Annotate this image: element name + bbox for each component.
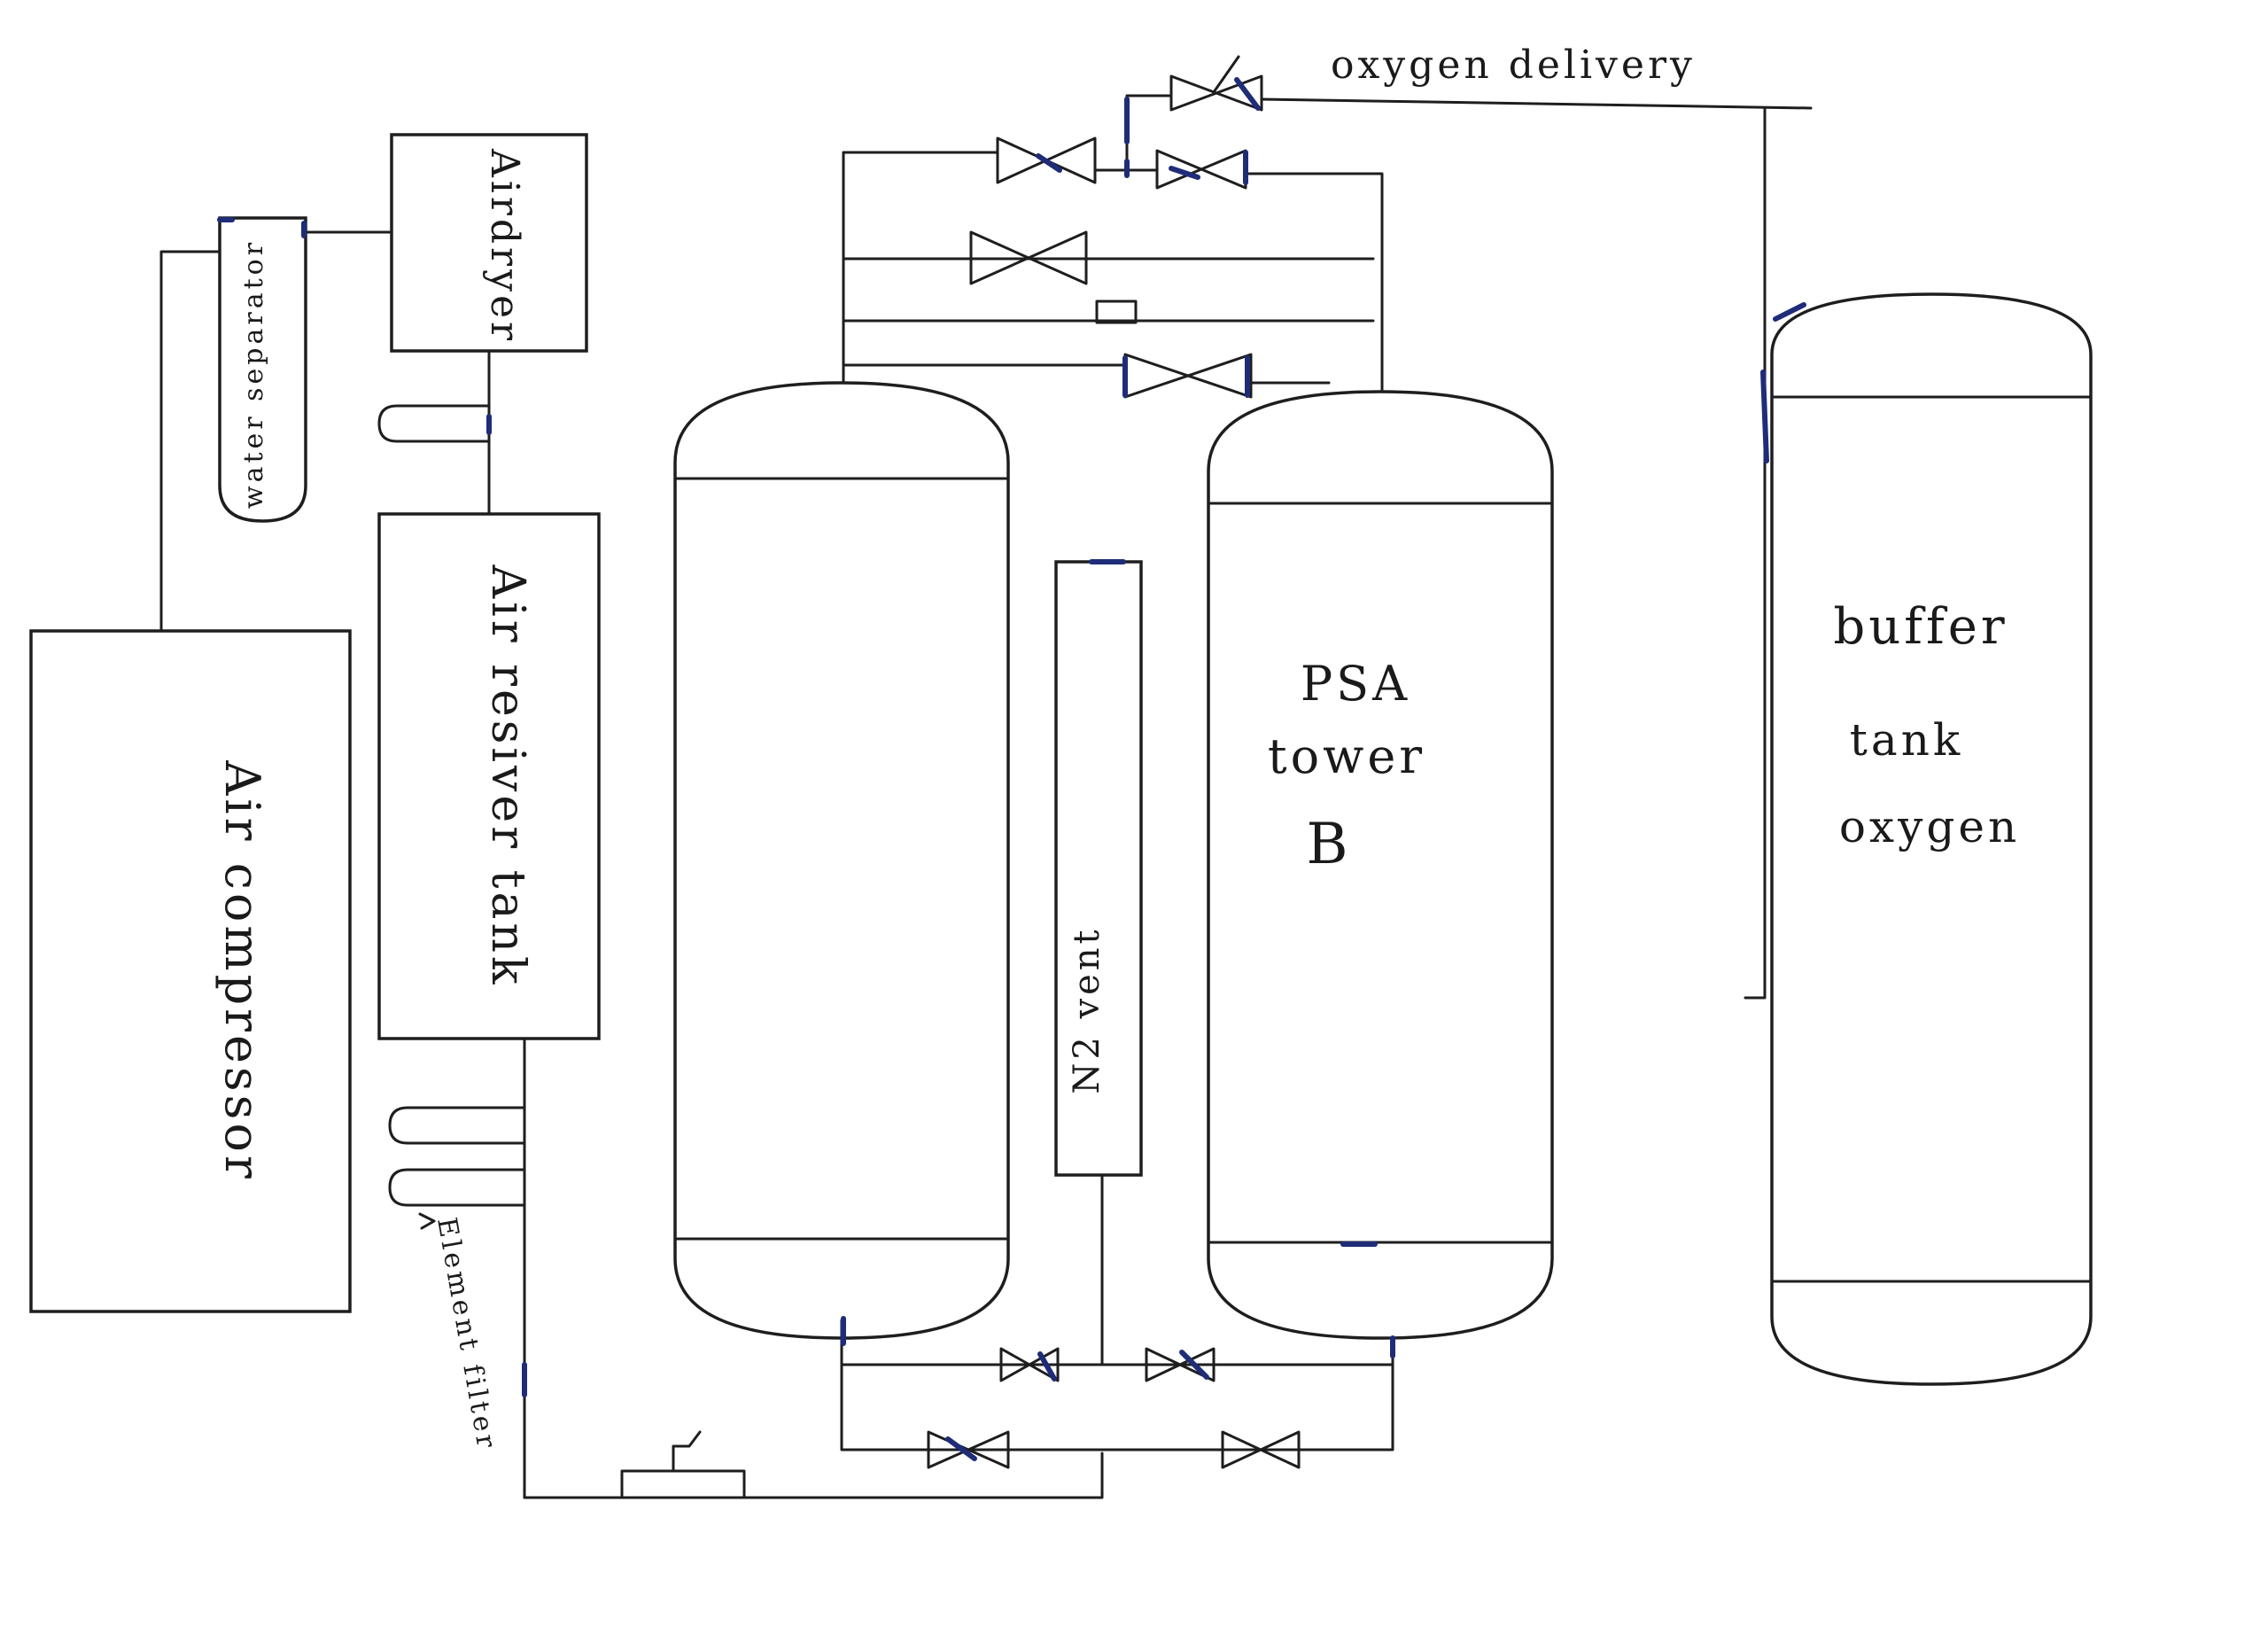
pipe-to-delivery-valve xyxy=(1125,94,1173,172)
pipe-bottom-manifold xyxy=(840,1319,1394,1452)
pipe-delivery-to-buffer xyxy=(1744,106,1767,1000)
oxygen-delivery-label: oxygen delivery xyxy=(1331,43,1696,88)
regulator-bottom xyxy=(620,1430,746,1499)
psa-tower-a xyxy=(673,381,1010,1340)
psa-tower-b-label-line3: B xyxy=(1306,812,1351,877)
valve-top-left xyxy=(996,136,1097,184)
element-filter-loop-2 xyxy=(388,1168,526,1207)
element-filter-label: Element filter xyxy=(431,1215,502,1453)
ink-accent-marks xyxy=(217,77,1806,1461)
valve-top-lower xyxy=(1123,353,1253,399)
pipe-compressor-to-separator xyxy=(159,250,221,633)
pipe-top-cross-3 xyxy=(842,363,1331,385)
regulator-top xyxy=(1095,300,1138,324)
psa-tower-b-label-line1: PSA xyxy=(1301,656,1410,712)
valve-oxygen-delivery xyxy=(1169,55,1263,112)
pipe-oxygen-delivery xyxy=(1260,97,1813,110)
valve-bottom-lower-left xyxy=(927,1430,1010,1469)
n2-vent-label: N2 vent xyxy=(1067,926,1107,1094)
valve-bottom-upper-left xyxy=(999,1347,1060,1382)
air-compressor-label: Air compressor xyxy=(214,759,270,1181)
valve-top-middle xyxy=(969,230,1088,285)
air-receiver-tank: Air resiver tank xyxy=(377,512,601,1040)
pipe-top-left-riser xyxy=(842,151,999,385)
air-dryer-label: Airdryer xyxy=(482,148,527,344)
buffer-tank-oxygen: buffer tank oxygen xyxy=(1770,292,2093,1386)
psa-tower-b-label-line2: tower xyxy=(1268,728,1425,784)
filter-loop-upper xyxy=(377,404,491,443)
water-separator-label: water separator xyxy=(238,239,269,509)
valve-bottom-lower-right xyxy=(1221,1430,1301,1469)
buffer-tank-label-line3: oxygen xyxy=(1839,801,2020,852)
air-receiver-tank-label: Air resiver tank xyxy=(481,564,534,988)
element-filter-loop-1 xyxy=(388,1106,526,1145)
air-dryer: Airdryer xyxy=(390,133,588,353)
pipe-top-right-riser xyxy=(1244,172,1384,393)
psa-tower-b: PSA tower B xyxy=(1207,390,1554,1340)
n2-vent: N2 vent xyxy=(1054,560,1143,1177)
air-compressor: Air compressor xyxy=(29,629,352,1313)
valve-bottom-upper-right xyxy=(1145,1347,1216,1382)
pipe-bottom-inlet xyxy=(523,1452,1104,1499)
element-filter-arrow xyxy=(418,1212,436,1230)
buffer-tank-label-line2: tank xyxy=(1850,714,1963,766)
water-separator: water separator xyxy=(218,216,307,523)
buffer-tank-label-line1: buffer xyxy=(1833,598,2008,656)
